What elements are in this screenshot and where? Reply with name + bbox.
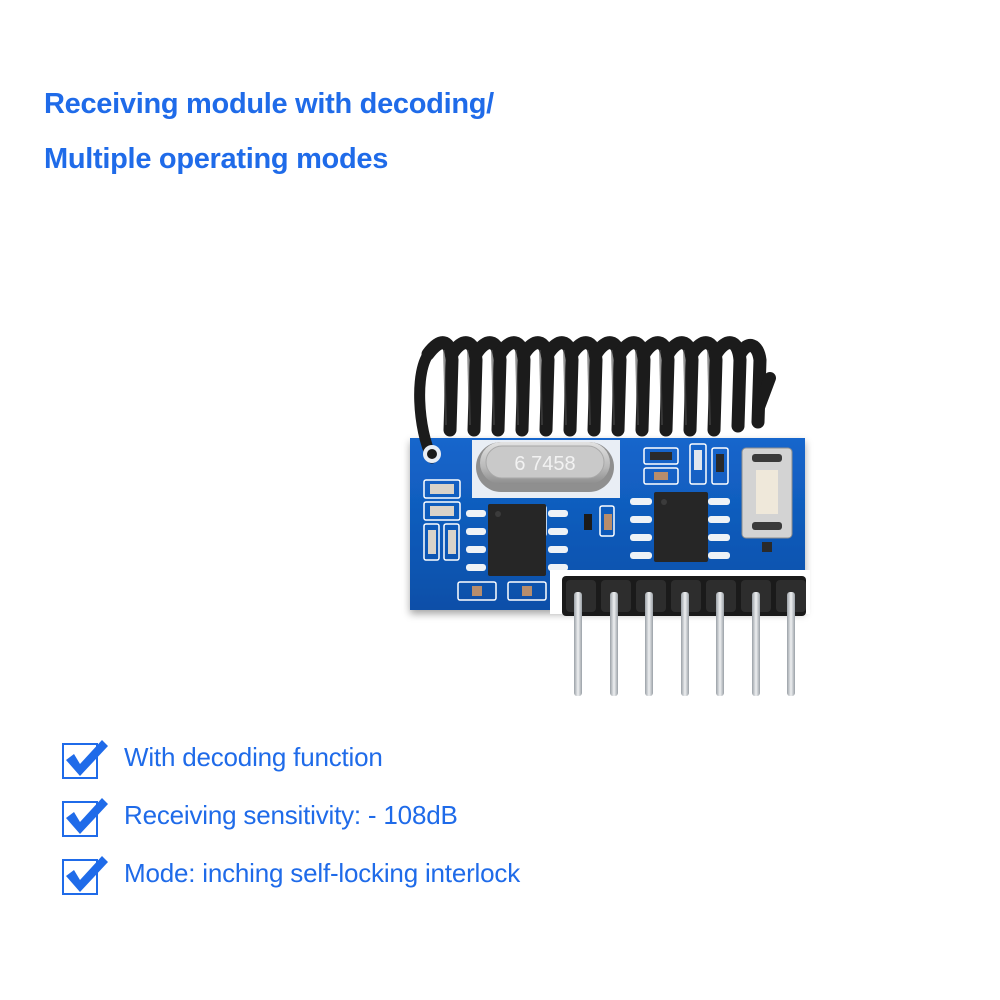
checkbox-checked-icon xyxy=(62,738,108,779)
feature-label: Mode: inching self-locking interlock xyxy=(124,857,520,888)
headline-line-1: Receiving module with decoding/ xyxy=(44,88,494,120)
checkbox-checked-icon xyxy=(62,854,108,895)
feature-item: Receiving sensitivity: - 108dB xyxy=(62,786,520,844)
feature-list: With decoding function Receiving sensiti… xyxy=(62,728,520,902)
feature-label: Receiving sensitivity: - 108dB xyxy=(124,799,458,830)
push-button xyxy=(741,447,793,552)
feature-item: Mode: inching self-locking interlock xyxy=(62,844,520,902)
feature-item: With decoding function xyxy=(62,728,520,786)
crystal-label: 6 7458 xyxy=(514,453,575,475)
crystal-oscillator: 6 7458 xyxy=(476,442,614,492)
smd-chips xyxy=(428,484,612,596)
headline-line-2: Multiple operating modes xyxy=(44,143,389,175)
product-image: 6 7458 xyxy=(400,330,820,710)
feature-label: With decoding function xyxy=(124,741,383,772)
ic-chip-2 xyxy=(630,492,730,562)
pin-header xyxy=(550,570,810,696)
antenna-coil xyxy=(414,336,776,464)
checkbox-checked-icon xyxy=(62,796,108,837)
ic-chip-1 xyxy=(466,504,568,576)
